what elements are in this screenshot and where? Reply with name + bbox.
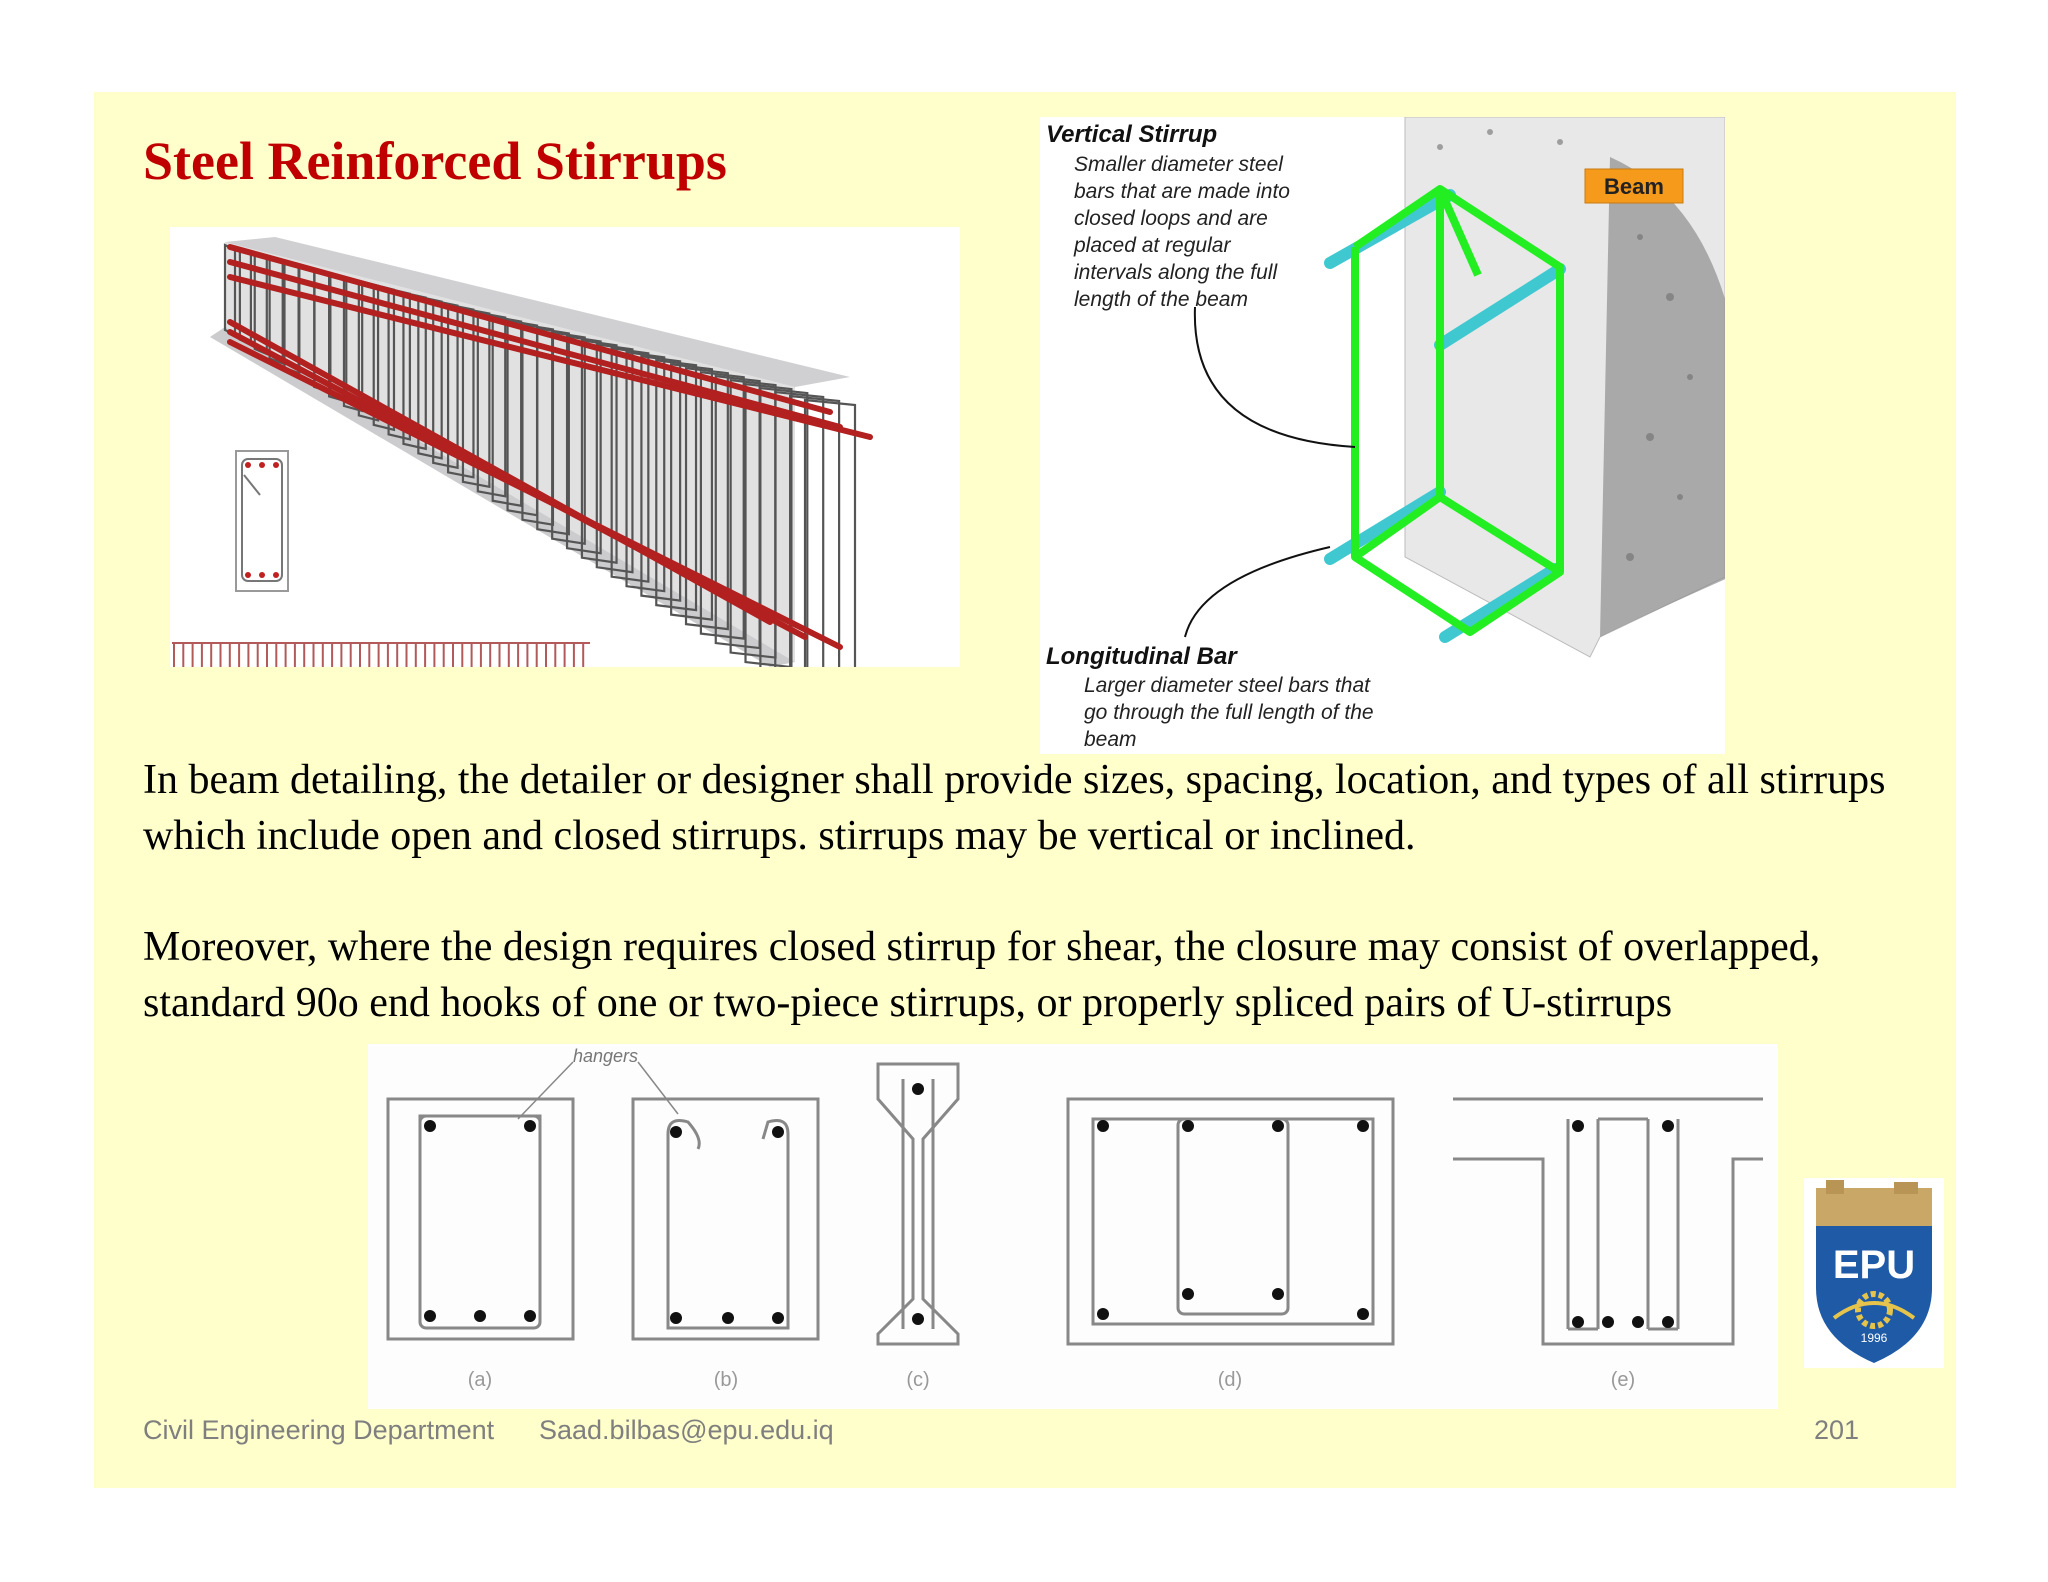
epu-logo-graphic: EPU 1996 [1804, 1178, 1944, 1368]
caption-c: (c) [906, 1369, 929, 1391]
beam-reinforcement-image [170, 227, 960, 707]
paragraph-beam-detailing: In beam detailing, the detailer or desig… [143, 757, 1886, 859]
stirrup-loop [580, 339, 618, 564]
slide: Steel Reinforced Stirrups [94, 92, 1956, 1488]
vertical-desc-line: intervals along the full [1074, 261, 1278, 284]
stirrup-diagram: Beam Vertical Stirrup Smaller diamete [1040, 116, 1730, 754]
stirrup-loop [476, 311, 507, 498]
stirrup-loop [610, 347, 650, 583]
vertical-desc-line: closed loops and are [1074, 207, 1268, 230]
stirrup-details-image: hangers (a) (b) (c) (d) (e) [368, 1044, 1778, 1409]
vertical-desc-line: placed at regular [1073, 234, 1231, 257]
stirrup-loop [640, 355, 682, 602]
beam-illustration [170, 227, 960, 707]
epu-logo: EPU 1996 [1804, 1178, 1944, 1368]
longitudinal-desc-line: Larger diameter steel bars that [1084, 674, 1371, 697]
caption-d: (d) [1218, 1369, 1242, 1391]
longitudinal-bar-heading: Longitudinal Bar [1046, 643, 1238, 670]
stirrup-loop [491, 315, 523, 508]
footer-page-number: 201 [1814, 1415, 1860, 1445]
footer-email: Saad.bilbas@epu.edu.iq [539, 1415, 834, 1445]
stirrup-loop [536, 327, 570, 536]
stirrup-loop [461, 307, 491, 489]
stirrup-sections: hangers (a) (b) (c) (d) (e) [368, 1044, 1778, 1409]
vertical-desc-line: length of the beam [1074, 288, 1248, 311]
vertical-stirrup-heading: Vertical Stirrup [1046, 121, 1217, 148]
caption-b: (b) [714, 1369, 738, 1391]
stirrup-loop [670, 362, 714, 621]
vertical-desc-line: Smaller diameter steel [1074, 153, 1284, 176]
longitudinal-desc-line: go through the full length of the [1084, 701, 1374, 724]
stirrup-loop [699, 370, 745, 640]
slide-title: Steel Reinforced Stirrups [143, 131, 727, 191]
hangers-label: hangers [573, 1046, 638, 1066]
stirrup-loop [565, 335, 602, 555]
caption-e: (e) [1611, 1369, 1635, 1391]
stirrup-loop [551, 331, 586, 545]
logo-year: 1996 [1861, 1331, 1888, 1345]
vertical-desc-line: bars that are made into [1074, 180, 1290, 203]
stirrup-loop [595, 343, 634, 574]
stirrup-diagram-image: Beam Vertical Stirrup Smaller diamete [1040, 116, 1730, 754]
caption-a: (a) [468, 1369, 492, 1391]
stirrup-loop [655, 359, 698, 612]
logo-text: EPU [1833, 1243, 1915, 1287]
beam-tag-label: Beam [1604, 174, 1664, 199]
footer-department: Civil Engineering Department [143, 1415, 495, 1445]
stirrup-loop [684, 366, 729, 631]
paragraph-closed-stirrup: Moreover, where the design requires clos… [143, 924, 1821, 1026]
longitudinal-desc-line: beam [1084, 728, 1137, 751]
stirrup-loop [625, 351, 666, 593]
